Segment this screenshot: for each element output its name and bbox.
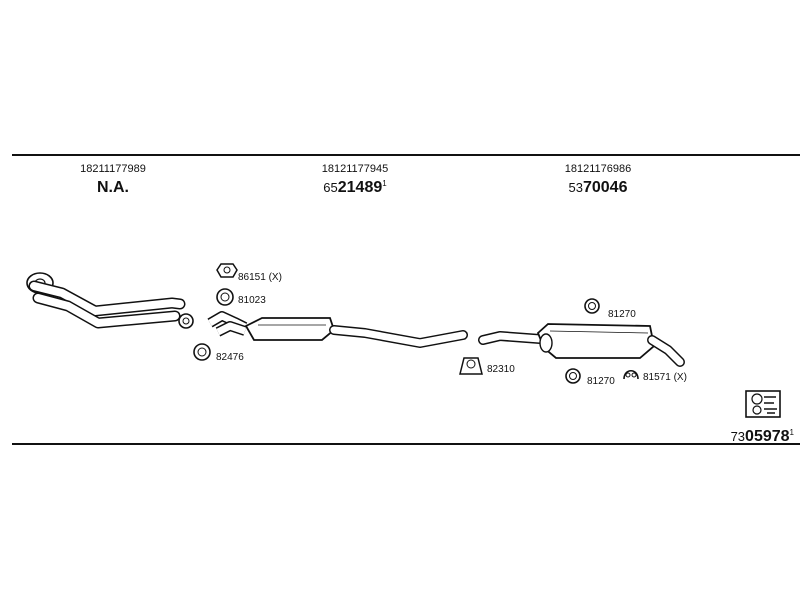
oe-number: 18211177989 (80, 163, 146, 175)
middle-silencer (207, 311, 468, 348)
svg-text:5370046: 5370046 (569, 179, 628, 196)
front-pipe (26, 272, 194, 329)
part-label: 82310 (487, 364, 515, 375)
mounting-kit-icon (745, 390, 781, 418)
part-callout-82476[interactable]: 82476 (193, 343, 244, 363)
kit-number: 05978 (745, 428, 790, 445)
part-label: 81023 (238, 295, 266, 306)
part-prefix: 65 (323, 180, 337, 195)
section-header-front-pipe: 18211177989 N.A. (80, 163, 146, 196)
part-callout-81571[interactable]: 81571 (X) (623, 369, 687, 383)
section-header-rear-silencer: 18121176986 5370046 (565, 163, 631, 196)
part-number: 21489 (338, 179, 383, 196)
part-label: 86151 (X) (238, 272, 282, 283)
part-label: 81571 (X) (643, 372, 687, 383)
oe-number: 18121176986 (565, 163, 631, 175)
hanger-icon (623, 369, 639, 380)
part-callout-82310[interactable]: 82310 (459, 357, 515, 375)
oe-number: 18121177945 (322, 163, 388, 175)
part-callout-86151[interactable]: 86151 (X) (216, 263, 282, 283)
mounting-kit[interactable]: 73059781 (731, 390, 795, 445)
kit-suffix: 1 (790, 428, 795, 437)
part-number: 70046 (583, 179, 628, 196)
svg-text:73059781: 73059781 (731, 428, 795, 445)
kit-prefix: 73 (731, 429, 745, 444)
part-number: N.A. (97, 179, 129, 196)
section-header-middle-silencer: 18121177945 65214891 (322, 163, 388, 196)
part-callout-81270-lower[interactable]: 81270 (565, 368, 615, 387)
svg-text:65214891: 65214891 (323, 179, 387, 196)
part-prefix: 53 (569, 180, 583, 195)
part-label: 81270 (587, 376, 615, 387)
part-suffix: 1 (382, 179, 387, 188)
part-label: 81270 (608, 309, 636, 320)
part-callout-81023[interactable]: 81023 (216, 288, 266, 306)
part-callout-81270-upper[interactable]: 81270 (584, 298, 636, 320)
rear-silencer (478, 323, 685, 367)
part-label: 82476 (216, 352, 244, 363)
